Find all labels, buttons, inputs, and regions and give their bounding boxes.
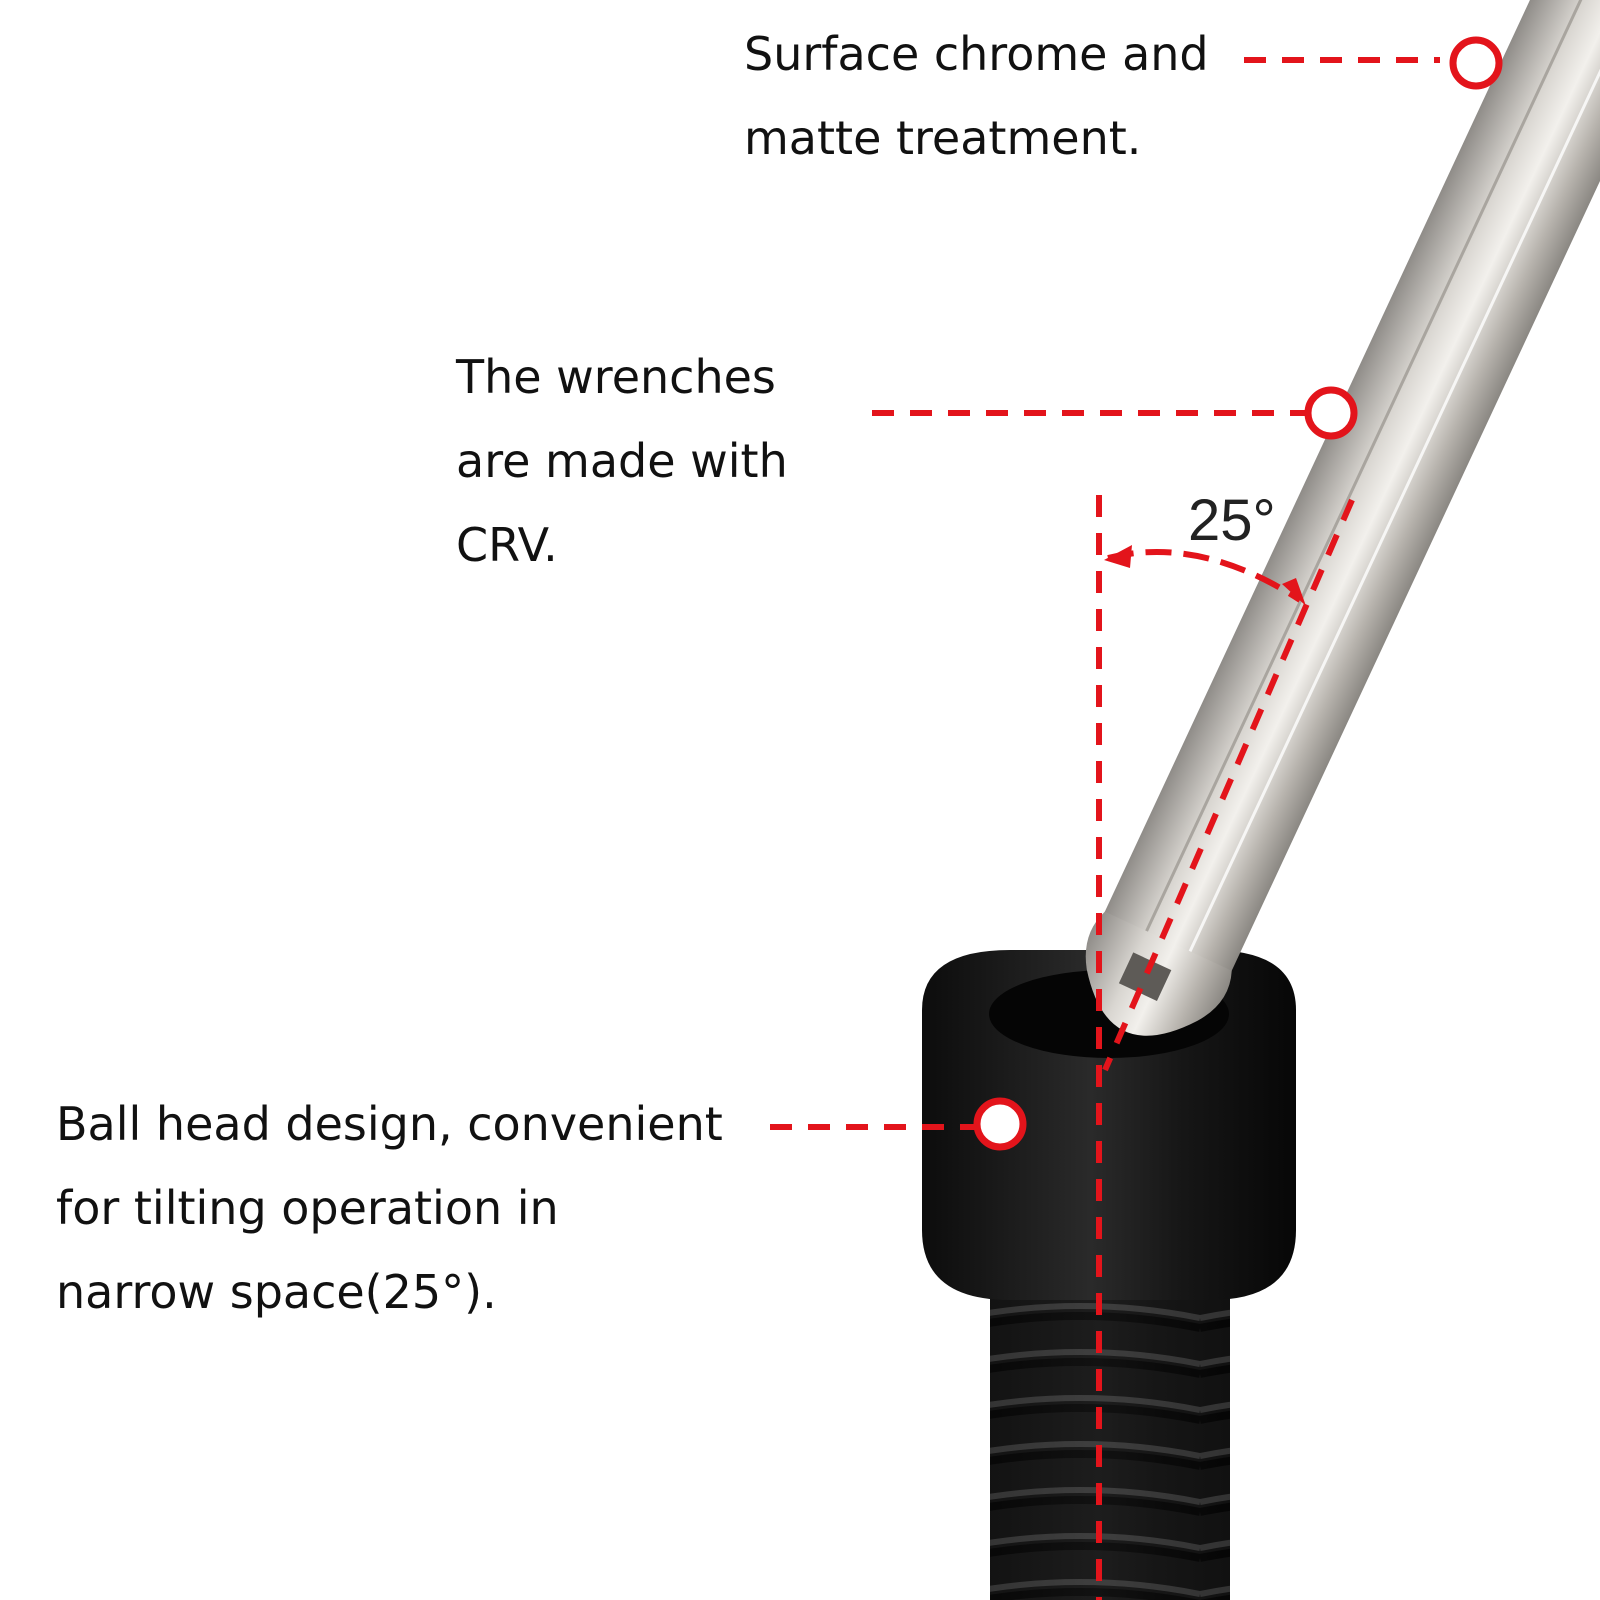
angle-arrow-right	[1282, 578, 1306, 606]
ball-head-caption-line-3: narrow space(25°).	[56, 1265, 497, 1319]
angle-label: 25°	[1188, 488, 1276, 553]
tilted-reference-line	[1102, 498, 1355, 1072]
chrome-caption-line-2: matte treatment.	[744, 111, 1142, 165]
chrome-caption-line-1: Surface chrome and	[744, 27, 1209, 81]
crv-marker	[1304, 386, 1358, 440]
crv-caption-line-3: CRV.	[456, 518, 558, 572]
hex-key-wrench	[1085, 0, 1600, 1036]
ball-head-caption: Ball head design, convenient for tilting…	[56, 1082, 723, 1334]
angle-arrow-left	[1104, 545, 1132, 568]
ball-head-caption-line-2: for tilting operation in	[56, 1181, 559, 1235]
ball-head-caption-line-1: Ball head design, convenient	[56, 1097, 723, 1151]
chrome-marker	[1449, 36, 1503, 90]
crv-caption-line-2: are made with	[456, 434, 788, 488]
ball-head-marker	[973, 1097, 1027, 1151]
chrome-caption: Surface chrome and matte treatment.	[744, 12, 1209, 180]
crv-caption-line-1: The wrenches	[456, 350, 776, 404]
crv-caption: The wrenches are made with CRV.	[456, 335, 788, 587]
